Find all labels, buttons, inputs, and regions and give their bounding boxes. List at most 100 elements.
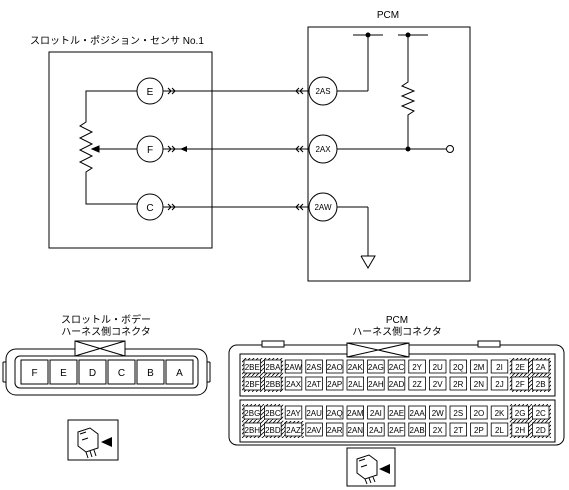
pcm-pin: 2D	[530, 421, 551, 438]
svg-text:2BD: 2BD	[265, 426, 281, 435]
pcm-pin: 2BF	[242, 375, 263, 392]
pcm-pin: 2AK	[346, 359, 365, 374]
svg-text:E: E	[60, 368, 67, 379]
pcm-pin: 2Y	[408, 359, 426, 374]
pcm-pin: 2Z	[408, 376, 426, 391]
throttle-connector-title-2: ハーネス側コネクタ	[61, 325, 151, 338]
svg-text:2AM: 2AM	[347, 409, 364, 418]
svg-text:2AY: 2AY	[286, 409, 301, 418]
svg-text:2BA: 2BA	[265, 363, 281, 372]
pcm-pin: 2K	[490, 405, 509, 420]
svg-text:2AN: 2AN	[348, 426, 364, 435]
pcm-pin: 2AR	[325, 422, 344, 437]
pcm-pin: 2AQ	[325, 405, 344, 420]
svg-text:2BE: 2BE	[245, 363, 260, 372]
svg-text:2BF: 2BF	[245, 380, 260, 389]
pcm-pin: 2C	[530, 404, 551, 421]
pcm-pin: 2AB	[408, 422, 426, 437]
svg-text:2AU: 2AU	[306, 409, 322, 418]
junction-dot	[405, 146, 411, 152]
pcm-pin: 2BB	[262, 375, 284, 392]
pcm-pin: 2AN	[346, 422, 365, 437]
pcm-pin: 2AY	[284, 405, 303, 420]
pcm-pin: 2AA	[408, 405, 426, 420]
svg-text:2AW: 2AW	[314, 203, 331, 212]
svg-text:2AE: 2AE	[389, 409, 404, 418]
pcm-pin: 2BD	[262, 421, 284, 438]
svg-text:2O: 2O	[474, 409, 485, 418]
svg-text:2L: 2L	[495, 426, 504, 435]
pcm-pin: 2O	[470, 405, 488, 420]
svg-text:2AQ: 2AQ	[327, 409, 343, 418]
pcm-pin: 2AE	[387, 405, 406, 420]
svg-text:2AF: 2AF	[389, 426, 404, 435]
junction-dot	[405, 32, 411, 38]
pcm-pin: 2B	[530, 375, 551, 392]
svg-text:2C: 2C	[536, 409, 546, 418]
pcm-pin: 2Q	[449, 359, 468, 374]
pcm-terminal-2aw: 2AW	[308, 192, 338, 222]
pcm-pin: 2W	[428, 405, 447, 420]
svg-text:2AH: 2AH	[368, 380, 384, 389]
pcm-connector-title-1: PCM	[386, 315, 408, 326]
pcm-pin: 2AL	[346, 376, 365, 391]
svg-text:2A: 2A	[536, 363, 546, 372]
svg-text:2J: 2J	[495, 380, 503, 389]
svg-text:2AV: 2AV	[307, 426, 322, 435]
svg-text:E: E	[147, 87, 154, 98]
svg-text:2U: 2U	[433, 363, 443, 372]
svg-text:2BG: 2BG	[244, 409, 260, 418]
pcm-pin: 2AC	[387, 359, 406, 374]
svg-text:D: D	[89, 368, 96, 379]
throttle-pin: E	[49, 359, 78, 385]
pcm-pin: 2R	[449, 376, 468, 391]
pcm-pin: 2AZ	[283, 421, 304, 438]
pcm-internal-circuit	[337, 34, 446, 269]
throttle-pin: D	[78, 359, 107, 385]
svg-text:2F: 2F	[515, 380, 524, 389]
throttle-pin: C	[107, 359, 136, 385]
svg-text:2BC: 2BC	[265, 409, 281, 418]
svg-text:2AJ: 2AJ	[369, 426, 383, 435]
svg-text:2AT: 2AT	[307, 380, 321, 389]
pcm-pin: 2M	[470, 359, 488, 374]
svg-text:2BH: 2BH	[245, 426, 261, 435]
svg-text:2AG: 2AG	[368, 363, 384, 372]
svg-text:2V: 2V	[433, 380, 443, 389]
svg-text:2G: 2G	[515, 409, 526, 418]
connector-plug-icon	[346, 447, 396, 487]
svg-text:2N: 2N	[474, 380, 484, 389]
pcm-terminal-2ax: 2AX	[308, 134, 338, 164]
pcm-pin: 2BC	[262, 404, 284, 421]
svg-text:2AC: 2AC	[389, 363, 405, 372]
pcm-pin: 2I	[490, 359, 509, 374]
sensor-title: スロットル・ポジション・センサ No.1	[30, 35, 204, 47]
svg-text:2AD: 2AD	[389, 380, 405, 389]
pcm-pin: 2BH	[242, 421, 263, 438]
svg-text:2I: 2I	[496, 363, 503, 372]
connector-plug-icon	[67, 419, 119, 461]
svg-text:2AP: 2AP	[327, 380, 342, 389]
svg-text:2X: 2X	[433, 426, 443, 435]
pcm-pin: 2AI	[367, 405, 385, 420]
svg-text:2AB: 2AB	[410, 426, 425, 435]
svg-text:2D: 2D	[536, 426, 546, 435]
svg-text:2AL: 2AL	[348, 380, 363, 389]
throttle-pin: A	[165, 359, 194, 385]
svg-text:2AK: 2AK	[348, 363, 364, 372]
svg-text:2K: 2K	[495, 409, 505, 418]
pcm-pin: 2AO	[325, 359, 344, 374]
pcm-pin: 2AT	[305, 376, 323, 391]
pcm-pin: 2AU	[305, 405, 323, 420]
svg-text:2W: 2W	[432, 409, 444, 418]
svg-text:2H: 2H	[515, 426, 525, 435]
svg-text:2AI: 2AI	[370, 409, 382, 418]
svg-text:2AX: 2AX	[286, 380, 302, 389]
pcm-pin: 2BE	[242, 358, 263, 375]
connector-markers	[167, 87, 304, 211]
svg-text:2AZ: 2AZ	[286, 426, 301, 435]
svg-text:2Z: 2Z	[412, 380, 421, 389]
